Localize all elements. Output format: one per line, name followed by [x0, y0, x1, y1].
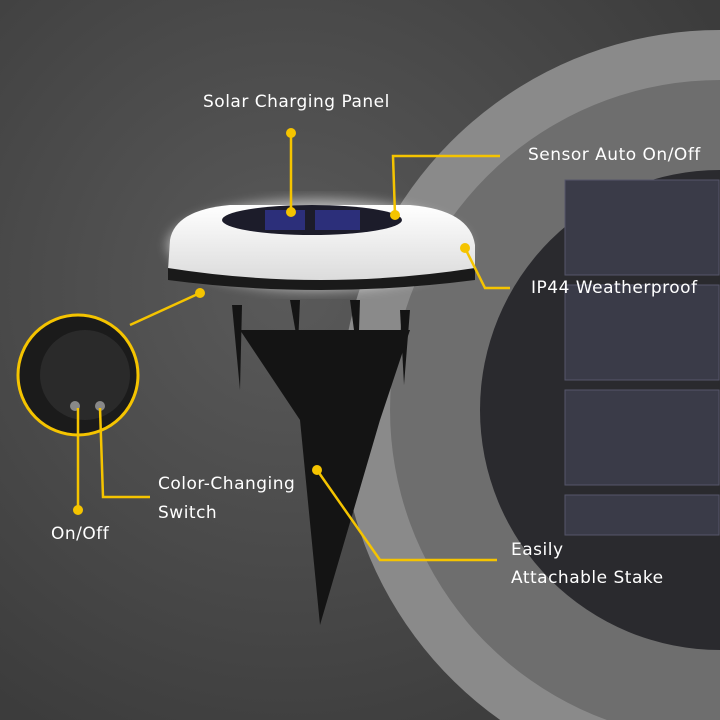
callout-dots — [73, 128, 470, 515]
label-easily: Easily — [511, 540, 564, 560]
label-attachable-stake: Attachable Stake — [511, 568, 664, 588]
stake — [232, 300, 410, 625]
label-color-changing: Color-Changing — [158, 474, 296, 494]
label-on-off: On/Off — [51, 524, 110, 544]
solar-cells — [564, 179, 720, 536]
label-solar-charging-panel: Solar Charging Panel — [203, 92, 390, 112]
color-switch — [95, 401, 105, 411]
callout-lines — [76, 133, 510, 562]
label-switch: Switch — [158, 503, 218, 523]
label-sensor-auto: Sensor Auto On/Off — [528, 145, 701, 165]
solar-panel-top — [222, 205, 402, 235]
label-weatherproof: IP44 Weatherproof — [531, 278, 698, 298]
